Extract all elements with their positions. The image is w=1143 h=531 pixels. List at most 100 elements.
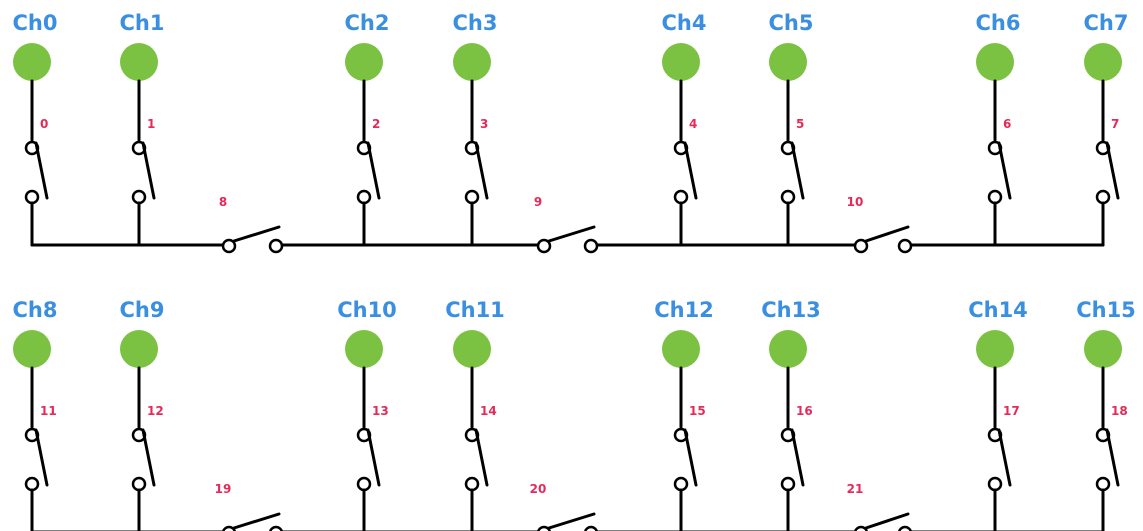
switch-blade bbox=[34, 141, 49, 200]
switch-blade bbox=[997, 428, 1012, 487]
bus-switch-terminal bbox=[897, 238, 913, 254]
bus-switch-terminal bbox=[898, 525, 912, 531]
channel-node bbox=[13, 330, 51, 368]
channel-label: Ch0 bbox=[13, 11, 58, 35]
bus-switch-blade bbox=[864, 225, 910, 243]
bus-switch-blade bbox=[232, 512, 281, 530]
bus-switch-blade bbox=[547, 225, 596, 243]
channel-node bbox=[662, 43, 700, 81]
switch-terminal bbox=[780, 476, 796, 492]
bus-switch-terminal bbox=[583, 238, 599, 254]
switch-blade bbox=[790, 141, 805, 200]
channel-label: Ch2 bbox=[345, 11, 390, 35]
channel-node bbox=[662, 330, 700, 368]
switch-terminal bbox=[464, 476, 480, 492]
switch-blade bbox=[790, 428, 805, 487]
channel-label: Ch7 bbox=[1084, 11, 1129, 35]
channel-label: Ch5 bbox=[769, 11, 814, 35]
bus-switch-label: 19 bbox=[215, 482, 232, 496]
switch-terminal bbox=[780, 189, 796, 205]
bus-switch-terminal bbox=[222, 525, 236, 531]
switch-label: 15 bbox=[689, 404, 706, 418]
switch-label: 4 bbox=[689, 117, 697, 131]
switch-label: 3 bbox=[480, 117, 488, 131]
bus-switch-blade bbox=[864, 512, 910, 530]
channel-node bbox=[1084, 43, 1122, 81]
channel-label: Ch15 bbox=[1076, 298, 1136, 322]
switch-terminal bbox=[1095, 476, 1111, 492]
switch-terminal bbox=[356, 476, 372, 492]
bus-switch-terminal bbox=[537, 525, 551, 531]
channel-node bbox=[769, 330, 807, 368]
bus-switch-terminal bbox=[268, 238, 284, 254]
bus-switch-terminal bbox=[536, 238, 552, 254]
channel-node bbox=[120, 43, 158, 81]
bus-switch-label: 9 bbox=[534, 195, 542, 209]
bus-switch-label: 21 bbox=[847, 482, 864, 496]
switch-blade bbox=[997, 141, 1012, 200]
switch-blade bbox=[474, 428, 489, 487]
bus-switch-terminal bbox=[584, 525, 598, 531]
switch-terminal bbox=[673, 476, 689, 492]
switch-terminal bbox=[464, 189, 480, 205]
switch-blade bbox=[141, 141, 156, 200]
switch-blade bbox=[366, 428, 381, 487]
switch-terminal bbox=[673, 189, 689, 205]
switch-blade bbox=[474, 141, 489, 200]
channel-label: Ch4 bbox=[662, 11, 707, 35]
switch-terminal bbox=[24, 189, 40, 205]
channel-node bbox=[1084, 330, 1122, 368]
bus-switch-label: 8 bbox=[219, 195, 227, 209]
channel-label: Ch3 bbox=[453, 11, 498, 35]
bus-switch-terminal bbox=[854, 525, 868, 531]
channel-node bbox=[345, 43, 383, 81]
switch-terminal bbox=[356, 189, 372, 205]
switch-terminal bbox=[1095, 189, 1111, 205]
switch-blade bbox=[34, 428, 49, 487]
switch-blade bbox=[1105, 428, 1120, 487]
switch-label: 16 bbox=[796, 404, 813, 418]
switch-terminal bbox=[131, 189, 147, 205]
channel-node bbox=[345, 330, 383, 368]
switch-label: 6 bbox=[1003, 117, 1011, 131]
switch-blade bbox=[1105, 141, 1120, 200]
channel-label: Ch13 bbox=[761, 298, 821, 322]
switch-label: 13 bbox=[372, 404, 389, 418]
switch-label: 14 bbox=[480, 404, 497, 418]
bus-switch-label: 10 bbox=[847, 195, 864, 209]
switch-label: 1 bbox=[147, 117, 155, 131]
switch-label: 5 bbox=[796, 117, 804, 131]
switch-label: 12 bbox=[147, 404, 164, 418]
switch-terminal bbox=[987, 189, 1003, 205]
channel-label: Ch14 bbox=[968, 298, 1028, 322]
channel-label: Ch8 bbox=[13, 298, 58, 322]
channel-label: Ch11 bbox=[445, 298, 505, 322]
channel-label: Ch1 bbox=[120, 11, 165, 35]
channel-label: Ch6 bbox=[976, 11, 1021, 35]
bus-switch-terminal bbox=[269, 525, 283, 531]
bus-switch-terminal bbox=[221, 238, 237, 254]
switch-blade bbox=[141, 428, 156, 487]
channel-label: Ch12 bbox=[654, 298, 714, 322]
channel-node bbox=[769, 43, 807, 81]
switch-label: 2 bbox=[372, 117, 380, 131]
bus-switch-blade bbox=[547, 512, 596, 530]
switch-label: 7 bbox=[1111, 117, 1119, 131]
channel-node bbox=[120, 330, 158, 368]
channel-node bbox=[976, 43, 1014, 81]
channel-node bbox=[453, 43, 491, 81]
channel-label: Ch10 bbox=[337, 298, 397, 322]
switch-terminal bbox=[24, 476, 40, 492]
switch-label: 0 bbox=[40, 117, 48, 131]
switch-blade bbox=[683, 428, 698, 487]
bus-switch-terminal bbox=[853, 238, 869, 254]
channel-node bbox=[976, 330, 1014, 368]
switch-terminal bbox=[987, 476, 1003, 492]
switch-label: 17 bbox=[1003, 404, 1020, 418]
channel-node bbox=[453, 330, 491, 368]
channel-label: Ch9 bbox=[120, 298, 165, 322]
switch-blade bbox=[366, 141, 381, 200]
bus-switch-label: 20 bbox=[530, 482, 547, 496]
switch-terminal bbox=[131, 476, 147, 492]
